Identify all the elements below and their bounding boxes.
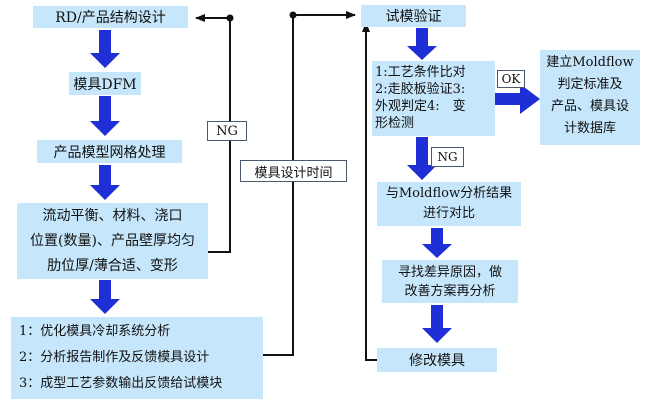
flow-line-1: 流动平衡、材料、浇口 (42, 208, 183, 224)
standard-line-4: 计数据库 (563, 121, 616, 136)
mesh-text: 产品模型网格处理 (53, 144, 166, 161)
ok-label: OK (497, 70, 525, 88)
find-reason-box: 寻找差异原因，做 改善方案再分析 (382, 260, 518, 303)
verify-line-1: 1:工艺条件比对 (375, 65, 466, 80)
arrow-flow-to-cooling (90, 280, 120, 314)
cooling-analysis-box: 1：优化模具冷却系统分析 2：分析报告制作及反馈模具设计 3：成型工艺参数输出反… (11, 317, 263, 399)
compare-line-1: 与Moldflow分析结果 (385, 186, 513, 201)
compare-box: 与Moldflow分析结果 进行对比 (377, 182, 521, 226)
verification-items-box: 1:工艺条件比对 2:走胶板验证3: 外观判定4: 变 形检测 (372, 61, 495, 136)
ng-left-label: NG (207, 121, 247, 141)
ng-feedback-line (207, 18, 231, 253)
arrow-reason-to-modify (422, 305, 452, 343)
trial-verify-box: 试模验证 (361, 5, 466, 27)
flow-balance-box: 流动平衡、材料、浇口 位置(数量)、产品壁厚均匀 肋位厚/薄合适、变形 (17, 203, 208, 279)
verify-line-3: 外观判定4: 变 (375, 99, 466, 114)
mold-dfm-box: 模具DFM (69, 72, 141, 95)
design-time-junction-dot (289, 11, 297, 19)
cooling-line-2: 2：分析报告制作及反馈模具设计 (19, 350, 210, 365)
ok-text: OK (501, 72, 521, 86)
ng-junction-dot (226, 14, 234, 22)
arrow-verify-to-compare (407, 137, 437, 180)
reason-line-1: 寻找差异原因，做 (397, 265, 502, 280)
design-time-line (263, 15, 294, 356)
mold-dfm-text: 模具DFM (73, 76, 137, 93)
ng-right-label: NG (431, 147, 464, 167)
arrow-compare-to-reason (422, 228, 452, 258)
standard-line-2: 判定标准及 (557, 77, 623, 92)
arrow-trial-to-verify (407, 28, 437, 60)
ng-right-text: NG (437, 150, 458, 164)
compare-line-2: 进行对比 (422, 206, 475, 221)
moldflow-standard-box: 建立Moldflow 判定标准及 产品、模具设 计数据库 (540, 50, 640, 145)
standard-line-1: 建立Moldflow (546, 55, 634, 70)
arrow-mesh-to-flow (90, 165, 120, 200)
trial-verify-text: 试模验证 (385, 9, 442, 25)
design-time-text: 模具设计时间 (254, 165, 333, 181)
arrow-verify-to-standard-ok (495, 84, 540, 114)
modify-mold-text: 修改模具 (409, 353, 465, 369)
arrow-dfm-to-mesh (90, 96, 120, 136)
rd-design-box: RD/产品结构设计 (33, 6, 188, 28)
arrow-rd-to-dfm (90, 30, 120, 68)
rd-design-text: RD/产品结构设计 (55, 10, 166, 26)
modify-loop-line (365, 38, 377, 361)
verify-line-4: 形检测 (375, 116, 415, 131)
cooling-line-3: 3：成型工艺参数输出反馈给试模块 (19, 376, 223, 391)
reason-line-2: 改善方案再分析 (404, 284, 496, 299)
ng-left-text: NG (216, 123, 238, 139)
standard-line-3: 产品、模具设 (550, 99, 629, 114)
verify-line-2: 2:走胶板验证3: (375, 82, 466, 97)
modify-mold-box: 修改模具 (377, 348, 497, 372)
flow-line-3: 肋位厚/薄合适、变形 (47, 258, 178, 274)
design-time-label: 模具设计时间 (240, 160, 347, 182)
flow-line-2: 位置(数量)、产品壁厚均匀 (30, 233, 195, 249)
mesh-box: 产品模型网格处理 (37, 140, 182, 163)
cooling-line-1: 1：优化模具冷却系统分析 (19, 324, 171, 339)
